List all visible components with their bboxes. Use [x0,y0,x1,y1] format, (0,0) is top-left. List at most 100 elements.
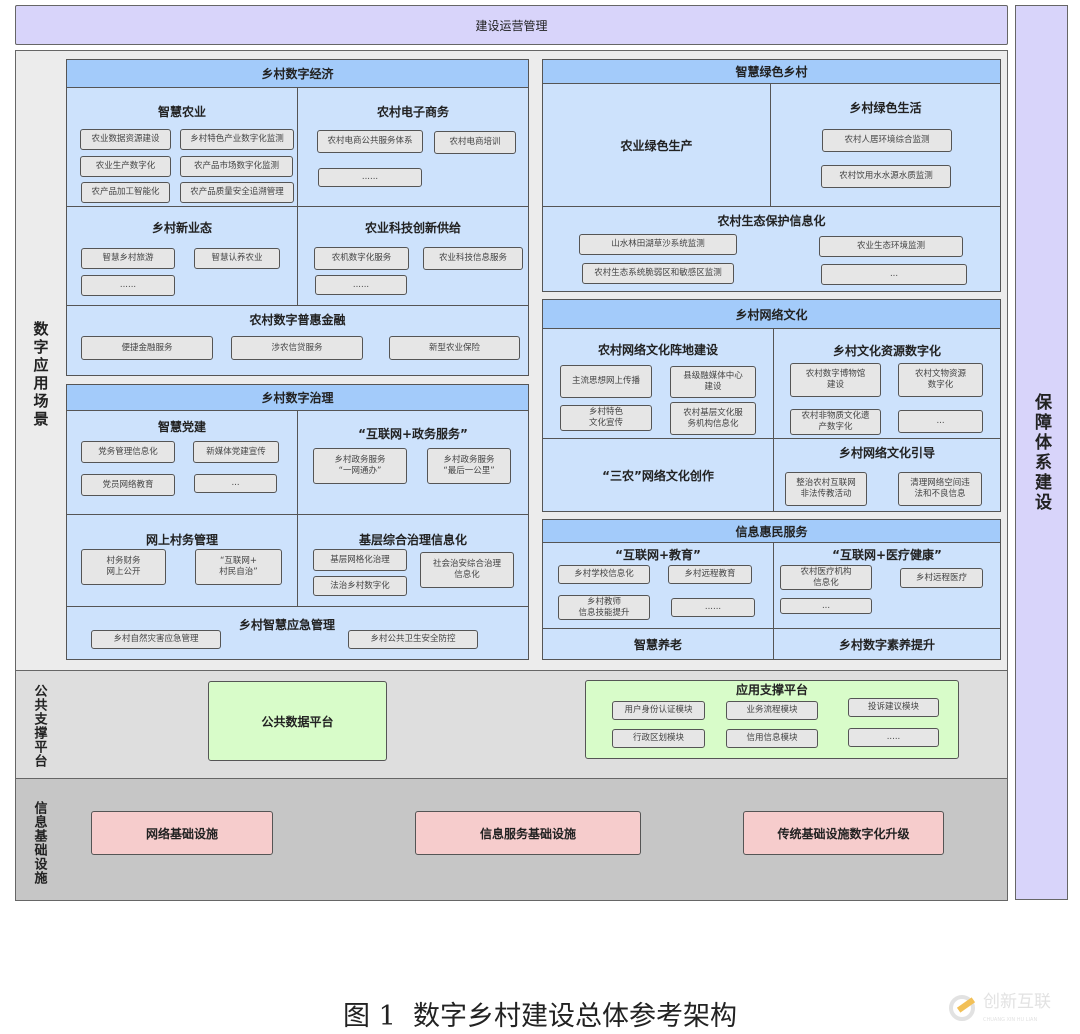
cell-title: 乡村文化资源数字化 [832,344,941,358]
item-box: 农村非物质文化遗 产数字化 [790,409,881,435]
item-box: 智慧乡村旅游 [81,248,175,269]
item-box: 农产品市场数字化监测 [180,156,293,177]
item-box: 清理网络空间违 法和不良信息 [898,472,982,506]
cell-title: 农村数字普惠金融 [249,313,346,327]
item-box: 村务财务 网上公开 [81,549,166,585]
cell-title: 基层综合治理信息化 [358,533,467,547]
item-box: 县级融媒体中心 建设 [670,366,756,398]
item-box: ... [821,264,967,285]
module-box: 用户身份认证模块 [612,701,705,720]
item-box: ... [194,474,277,493]
cell-title: “互联网+教育” [615,548,701,562]
item-box: 农产品质量安全追溯管理 [180,182,294,203]
item-box: 农业生产数字化 [80,156,171,177]
item-box: 乡村特色 文化宣传 [560,405,652,431]
cell-title: 农村电子商务 [376,105,449,119]
item-box: 新媒体党建宣传 [193,441,279,463]
cell-title: 农业科技创新供给 [364,221,461,235]
item-box: 乡村公共卫生安全防控 [348,630,478,649]
app-support-platform-title: 应用支撑平台 [735,683,808,697]
item-box: 农村医疗机构 信息化 [780,565,872,590]
cell-title: 智慧农业 [157,105,206,119]
guarantee-system-bar: 保障体系建设 [1015,5,1068,900]
support-layer-label: 公共支撑平台 [31,684,47,768]
infra-box: 网络基础设施 [91,811,273,855]
item-box: 社会治安综合治理 信息化 [420,552,514,588]
cell-title: 乡村绿色生活 [849,101,922,115]
item-box: ... [780,598,872,614]
item-box: 基层网格化治理 [313,549,407,571]
watermark-text: 创新互联 [983,992,1051,1012]
item-box: “互联网+ 村民自治” [195,549,282,585]
item-box: 农村基层文化服 务机构信息化 [670,402,756,435]
services-cell: 智慧养老 [542,628,774,660]
cell-title: 乡村网络文化引导 [838,446,935,460]
item-box: 整治农村互联网 非法传教活动 [785,472,867,506]
logo-icon [949,995,975,1021]
cell-title: 农村生态保护信息化 [717,214,826,228]
item-box: 农业生态环境监测 [819,236,963,257]
module-box: 信用信息模块 [726,729,818,748]
figure-caption: 图 1 数字乡村建设总体参考架构 [343,1001,737,1032]
item-box: 农产品加工智能化 [81,182,170,203]
item-box: 涉农信贷服务 [231,336,363,360]
item-box: 乡村远程医疗 [900,568,983,588]
item-box: 法治乡村数字化 [313,576,407,596]
green-cell: 农业绿色生产 [542,83,771,207]
cell-title: 网上村务管理 [145,533,218,547]
governance-header: 乡村数字治理 [66,384,529,411]
item-box: 乡村自然灾害应急管理 [91,630,221,649]
item-box: ...... [318,168,422,187]
item-box: 新型农业保险 [389,336,520,360]
module-box: 业务流程模块 [726,701,818,720]
item-box: 山水林田湖草沙系统监测 [579,234,737,255]
item-box: 主流思想网上传播 [560,365,652,398]
public-data-platform: 公共数据平台 [208,681,387,761]
item-box: 农村电商公共服务体系 [317,130,423,153]
item-box: 农村数字博物馆 建设 [790,363,881,397]
green-header: 智慧绿色乡村 [542,59,1001,84]
item-box: 乡村远程教育 [668,565,752,584]
item-box: 党员网络教育 [81,474,175,496]
item-box: 农村生态系统脆弱区和敏感区监测 [582,263,734,284]
module-box: 投诉建议模块 [848,698,939,717]
infra-box: 信息服务基础设施 [415,811,641,855]
item-box: 乡村政务服务 “最后一公里” [427,448,511,484]
item-box: 党务管理信息化 [81,441,175,463]
item-box: ...... [671,598,755,617]
watermark-subtext: CHUANG XIN HU LIAN [983,1017,1038,1023]
item-box: 农村电商培训 [434,131,516,154]
item-box: 农村饮用水水源水质监测 [821,165,951,188]
services-header: 信息惠民服务 [542,519,1001,543]
cell-title: “互联网+医疗健康” [832,548,942,562]
culture-cell: “三农”网络文化创作 [542,438,774,512]
item-box: 农村文物资源 数字化 [898,363,983,397]
item-box: 农村人居环境综合监测 [822,129,952,152]
cell-title: “互联网+政务服务” [358,427,468,441]
item-box: 乡村特色产业数字化监测 [180,129,294,150]
item-box: ...... [81,275,175,296]
item-box: 乡村教师 信息技能提升 [558,595,650,620]
item-box: 便捷金融服务 [81,336,213,360]
apps-layer-label: 数字应用场景 [31,321,50,429]
economy-header: 乡村数字经济 [66,59,529,88]
item-box: 乡村学校信息化 [558,565,650,584]
cell-title: 乡村智慧应急管理 [238,618,335,632]
cell-title: 农村网络文化阵地建设 [597,343,718,357]
cell-title: 乡村新业态 [151,221,212,235]
construction-operation-bar: 建设运营管理 [15,5,1008,45]
module-box: ..... [848,728,939,747]
infra-box: 传统基础设施数字化升级 [743,811,944,855]
infra-layer-label: 信息基础设施 [31,800,47,885]
cell-title: 智慧党建 [157,420,206,434]
item-box: 农业数据资源建设 [80,129,171,150]
item-box: 智慧认养农业 [194,248,280,269]
services-cell: 乡村数字素养提升 [773,628,1001,660]
item-box: 乡村政务服务 “一网通办” [313,448,407,484]
culture-header: 乡村网络文化 [542,299,1001,329]
module-box: 行政区划模块 [612,729,705,748]
item-box: ... [898,410,983,433]
item-box: 农机数字化服务 [314,247,409,270]
item-box: 农业科技信息服务 [423,247,523,270]
